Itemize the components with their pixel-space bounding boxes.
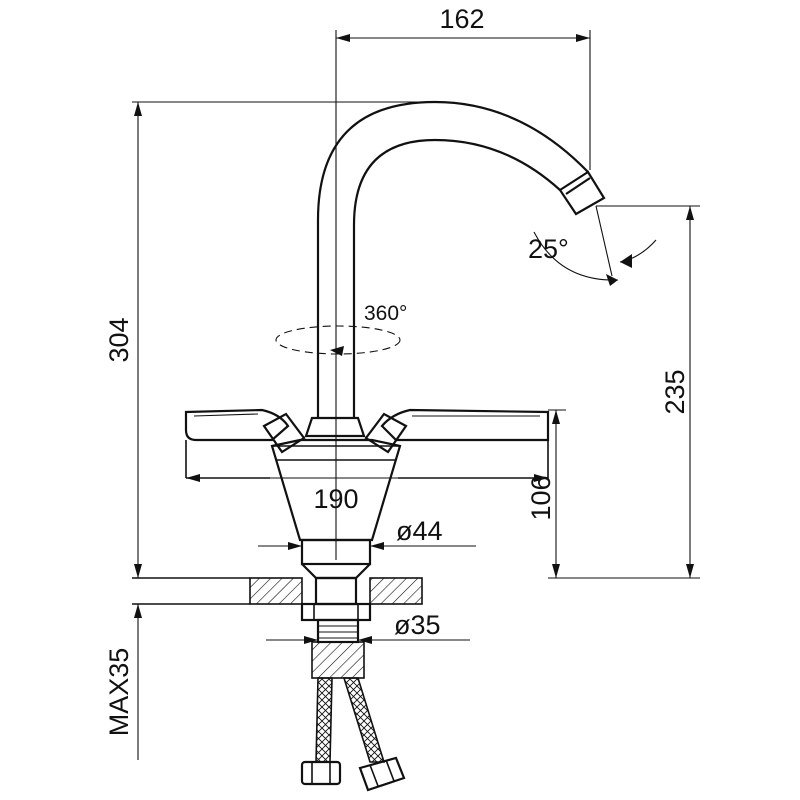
- base-diameter-label: ø44: [396, 516, 443, 546]
- dim-spout-height: 235: [548, 206, 700, 579]
- spout-angle-indicator: 25°: [528, 205, 700, 286]
- dim-spout-reach: 162: [335, 4, 591, 560]
- dim-max-deck-thickness: MAX35: [104, 603, 250, 760]
- dim-thread-diameter: ø35: [266, 610, 470, 644]
- spout-height-label: 235: [660, 369, 690, 414]
- spout-reach-label: 162: [439, 4, 484, 34]
- supply-hoses: [300, 677, 406, 792]
- total-height-label: 304: [104, 317, 134, 362]
- max-deck-thickness-label: MAX35: [104, 648, 134, 737]
- rotation-indicator: 360°: [275, 302, 407, 356]
- thread-diameter-label: ø35: [394, 610, 441, 640]
- deck-plate: [132, 577, 423, 605]
- spout-angle-label: 25°: [528, 234, 569, 264]
- dim-base-diameter: ø44: [258, 516, 476, 550]
- dim-total-height: 304: [104, 101, 440, 578]
- mounting-shank: [300, 576, 372, 679]
- handle-span-label: 190: [313, 484, 358, 514]
- rotation-label: 360°: [364, 302, 407, 325]
- body-height-label: 106: [526, 475, 556, 520]
- dim-body-height: 106: [526, 409, 566, 578]
- faucet-body: [184, 408, 550, 580]
- dim-handle-span: 190: [186, 474, 548, 514]
